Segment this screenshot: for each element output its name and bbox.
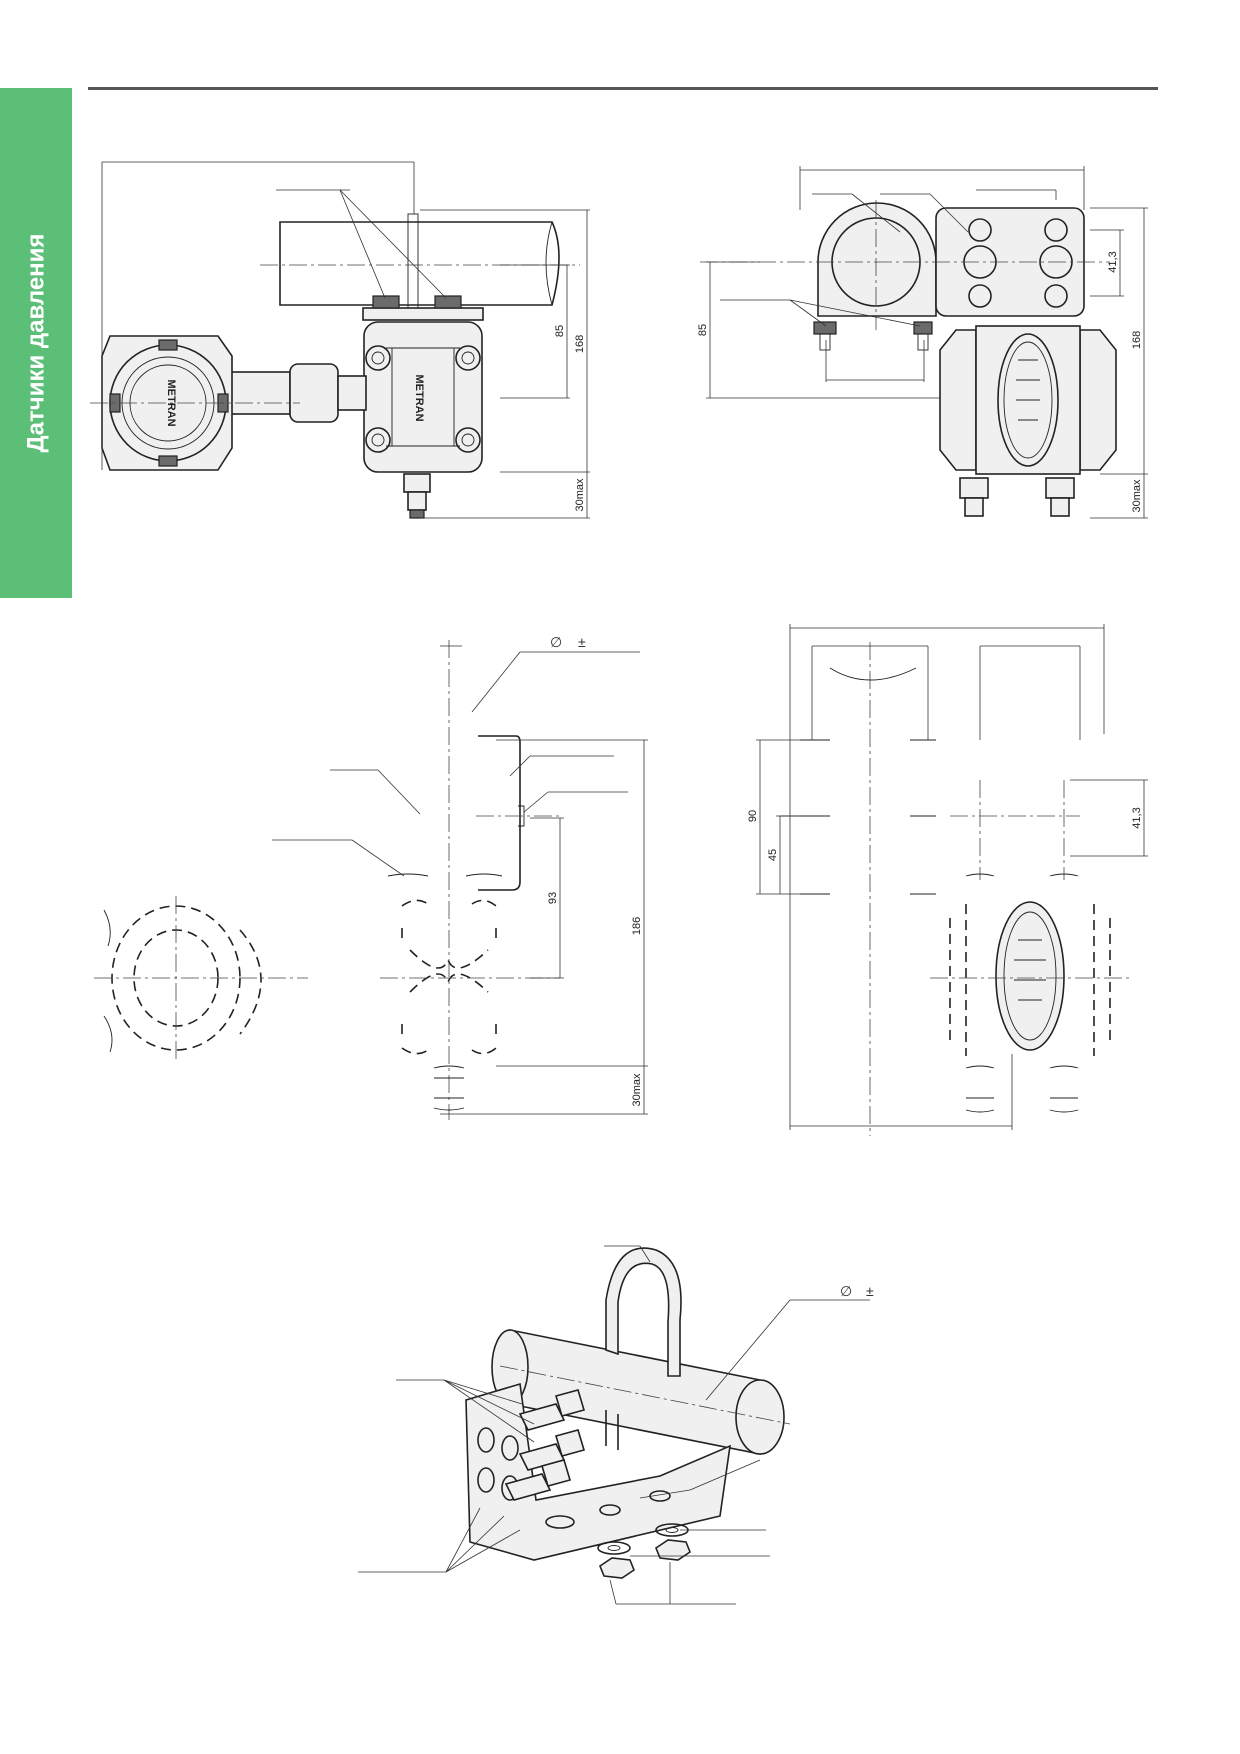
profile-tolerance-symbol: ± (578, 634, 586, 650)
section-side-tab: Датчики давления (0, 88, 72, 598)
profile-diameter-symbol: ∅ (550, 634, 562, 650)
front-dim-30max: 30max (574, 478, 586, 512)
side-dim-168: 168 (1131, 331, 1143, 349)
profile-dim-186: 186 (631, 917, 643, 935)
side-dim-41-3: 41,3 (1107, 251, 1119, 272)
profile-dim-30max: 30max (631, 1073, 643, 1107)
iso-tolerance-symbol: ± (866, 1283, 874, 1299)
profile-dim-93: 93 (547, 892, 559, 904)
bracket-dim-45: 45 (767, 849, 779, 861)
front-dim-168: 168 (574, 335, 586, 353)
side-view: 41,3 168 30max 85 (697, 166, 1148, 519)
bracket-dim-41-3: 41,3 (1131, 807, 1143, 828)
side-dim-30max: 30max (1131, 479, 1143, 513)
header-rule (88, 87, 1158, 90)
side-dim-85: 85 (697, 324, 709, 336)
body-brand-text: METRAN (413, 374, 425, 421)
front-dim-85: 85 (554, 325, 566, 337)
bracket-profile-view: 93 186 30max ∅ ± (94, 634, 648, 1120)
bracket-front-view: 90 45 41,3 (747, 624, 1148, 1136)
bracket-dim-90: 90 (747, 810, 759, 822)
iso-diameter-symbol: ∅ (840, 1283, 852, 1299)
isometric-view: ∅ ± (358, 1245, 874, 1605)
front-view: METRAN METRAN 85 168 30max (90, 161, 590, 519)
